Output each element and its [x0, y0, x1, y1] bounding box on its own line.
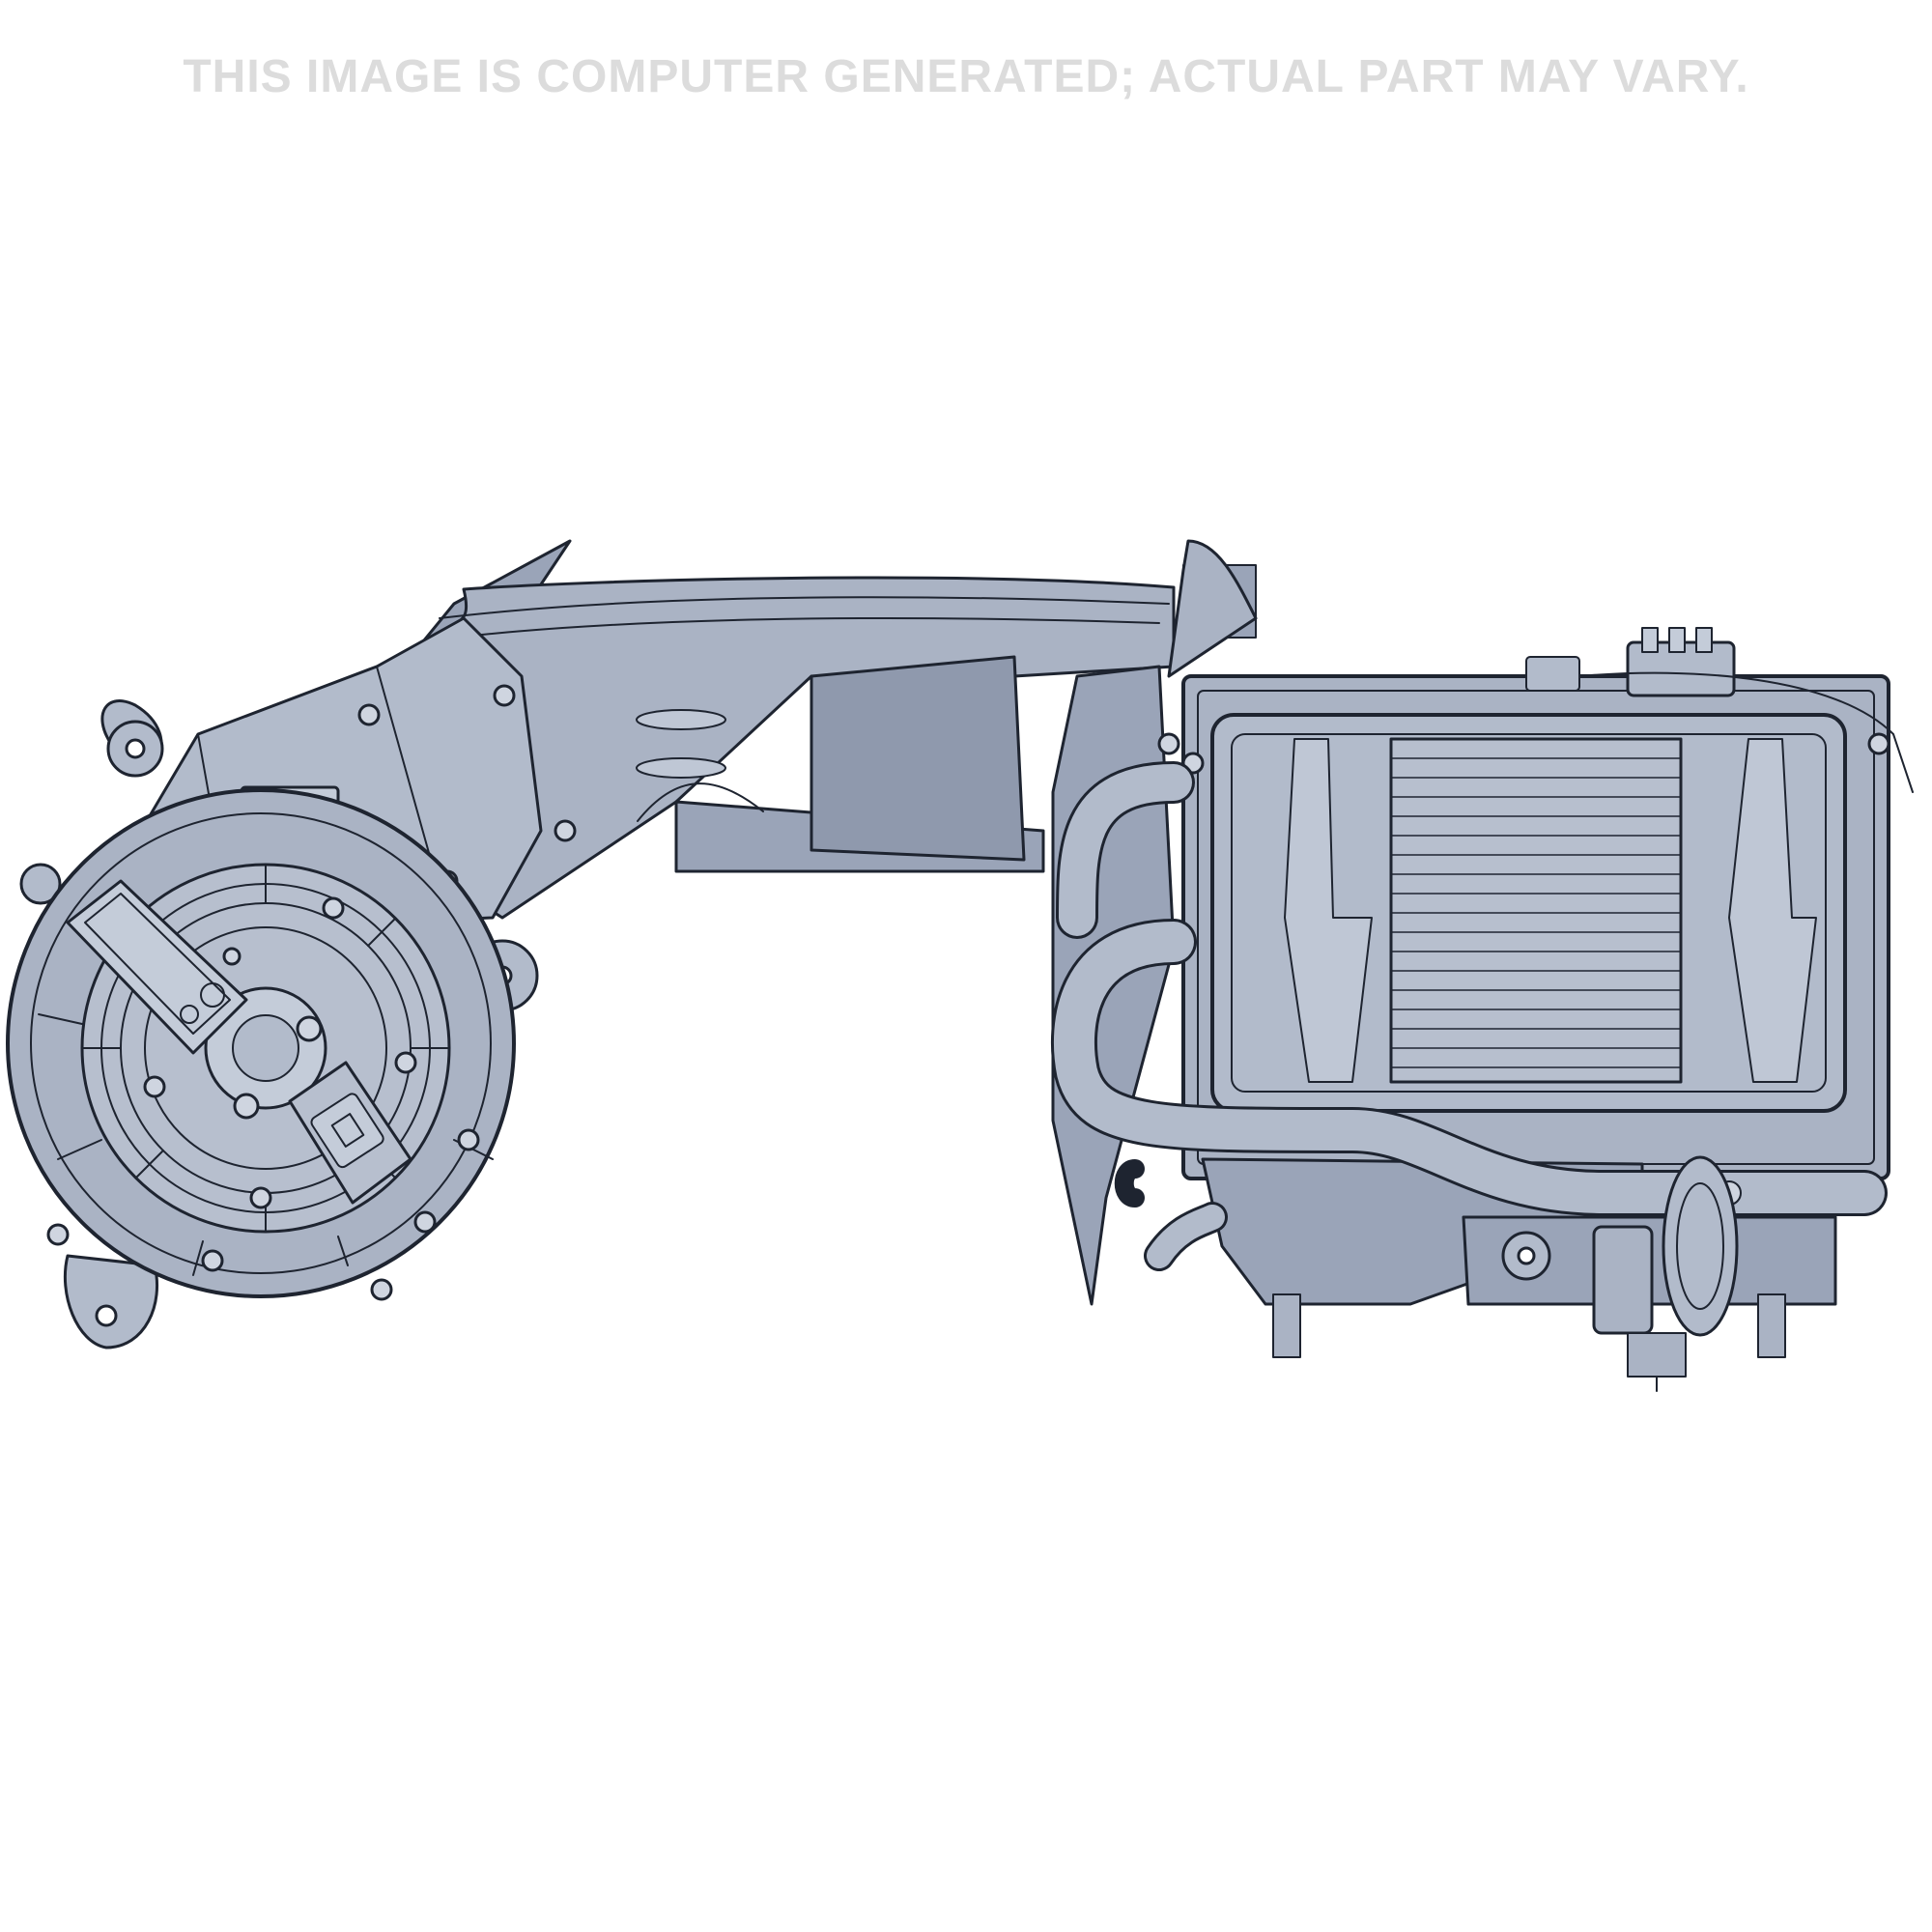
- mounting-screw-icon: [493, 684, 516, 707]
- computer-generated-disclaimer: THIS IMAGE IS COMPUTER GENERATED; ACTUAL…: [183, 51, 1749, 102]
- blower-housing: [6, 699, 539, 1350]
- heater-hoses: [1050, 761, 1888, 1271]
- mounting-screw-icon: [554, 819, 577, 842]
- actuator-disk-icon: [1662, 1155, 1739, 1337]
- core-fins-icon: [1390, 757, 1682, 1068]
- motor-label-plate-icon: [66, 879, 248, 1055]
- control-valve-actuator: [1592, 1155, 1739, 1392]
- evaporator-core-icon: [1389, 737, 1683, 1084]
- valve-body-icon: [1592, 1225, 1654, 1335]
- mounting-screw-icon: [357, 703, 381, 726]
- mounting-hole-icon: [95, 1304, 118, 1327]
